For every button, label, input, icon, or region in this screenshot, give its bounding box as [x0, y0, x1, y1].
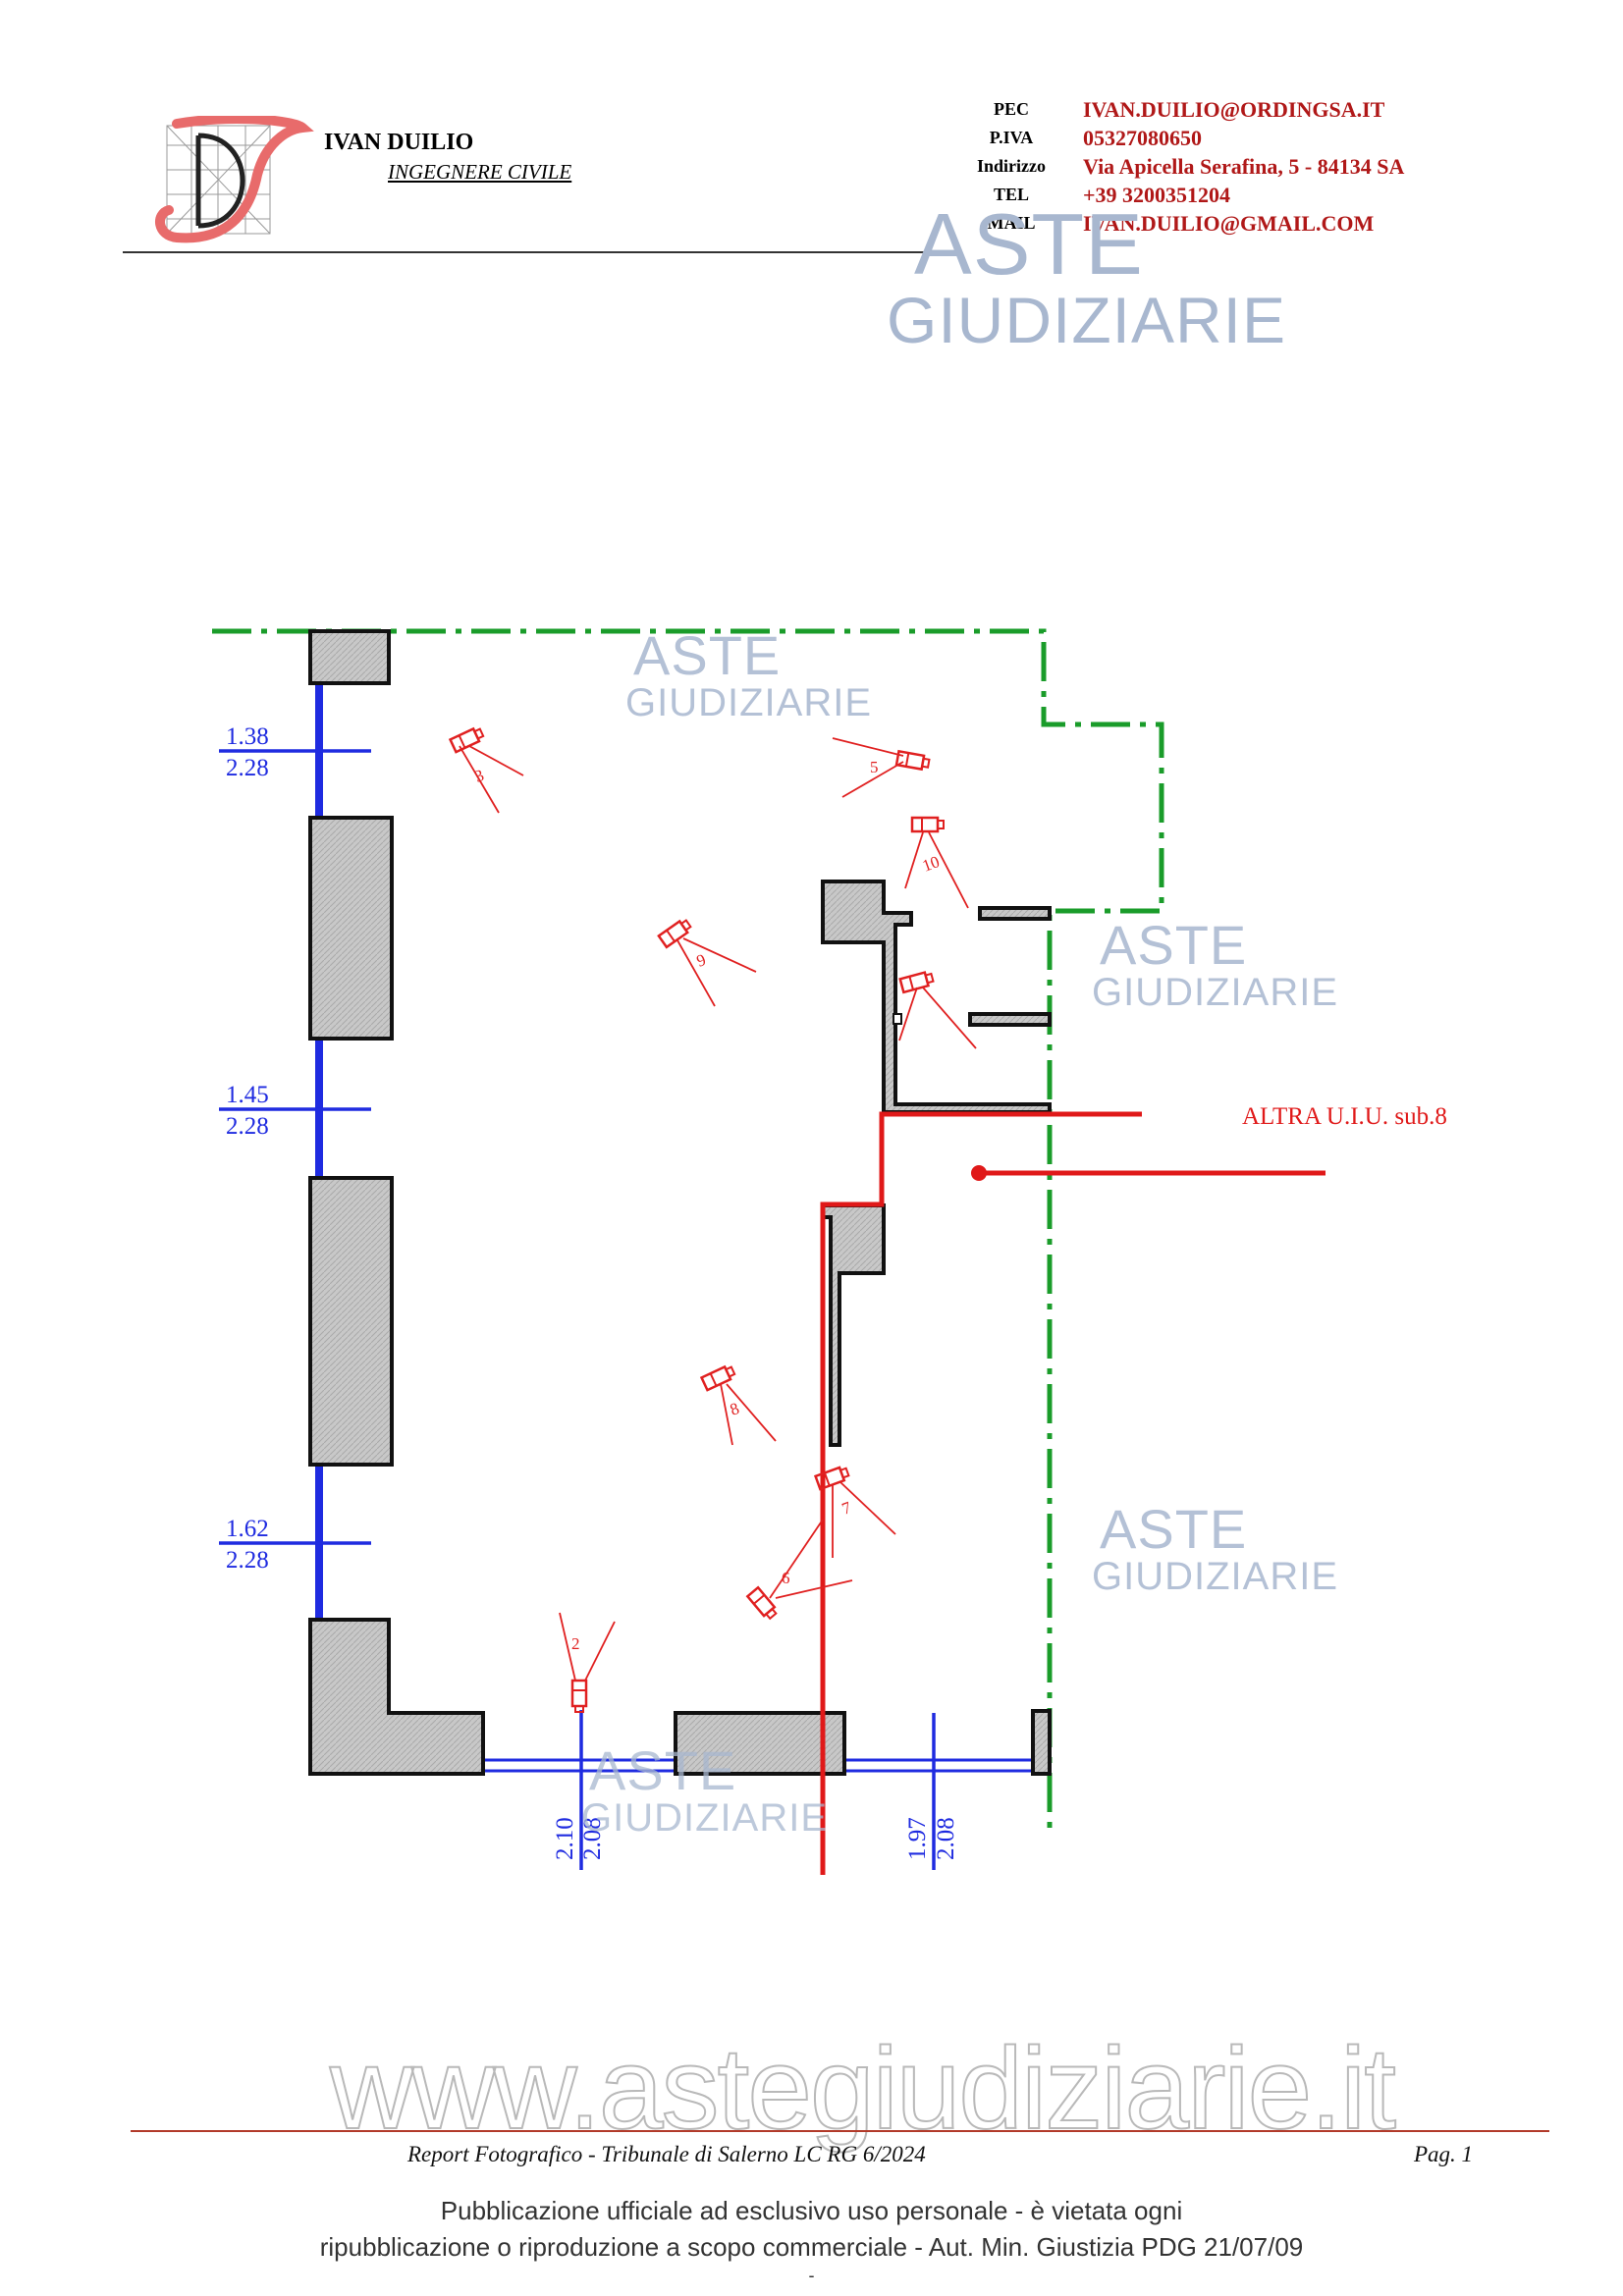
dim-door-1-a: 2.10	[552, 1817, 578, 1860]
walls	[308, 629, 1052, 1776]
camera-label-1: 2	[571, 1634, 580, 1653]
aste-watermark-plan-2: ASTE GIUDIZIARIE	[1092, 914, 1339, 1014]
camera-markers	[449, 724, 977, 1714]
dim-window-1-bottom: 2.28	[226, 755, 269, 781]
aste-watermark-plan-3: ASTE GIUDIZIARIE	[1092, 1498, 1339, 1598]
camera-label-8: 9	[694, 950, 708, 971]
camera-label-2: 3	[472, 766, 486, 786]
dim-window-3-top: 1.62	[226, 1516, 269, 1542]
aste-watermark-header: ASTE GIUDIZIARIE	[887, 195, 1287, 356]
dim-door-1-b: 2.08	[579, 1817, 606, 1860]
report-title: Report Fotografico - Tribunale di Salern…	[407, 2142, 926, 2166]
pec-label: PEC	[994, 99, 1029, 119]
site-watermark: www.astegiudiziarie.it	[329, 2023, 1397, 2155]
camera-label-5: 6	[782, 1569, 790, 1587]
dim-door-2-a: 1.97	[904, 1817, 931, 1860]
disclaimer-line-3: -	[808, 2266, 815, 2285]
camera-label-3: 5	[870, 758, 879, 776]
footer-divider	[131, 2130, 1549, 2132]
pec-value: IVAN.DUILIO@ORDINGSA.IT	[1083, 97, 1385, 122]
tel-value: +39 3200351204	[1083, 183, 1231, 207]
dim-window-2-top: 1.45	[226, 1082, 269, 1108]
header-divider	[123, 251, 943, 253]
camera-label-6: 7	[839, 1498, 854, 1519]
camera-label-7: 8	[728, 1399, 741, 1419]
page-number: Pag. 1	[1414, 2142, 1474, 2166]
property-boundary	[212, 628, 1164, 1831]
aste-watermark-plan-1: ASTE GIUDIZIARIE	[625, 624, 873, 724]
piva-label: P.IVA	[989, 128, 1034, 147]
address-label: Indirizzo	[977, 156, 1046, 176]
engineer-name: IVAN DUILIO	[324, 130, 474, 155]
dim-door-2-b: 2.08	[933, 1817, 959, 1860]
dim-window-3-bottom: 2.28	[226, 1547, 269, 1574]
other-unit-marker	[971, 1165, 987, 1181]
mail-value: IVAN.DUILIO@GMAIL.COM	[1083, 211, 1375, 236]
tel-label: TEL	[993, 185, 1030, 204]
mail-label: MAIL	[987, 213, 1036, 233]
disclaimer-line-1: Pubblicazione ufficiale ad esclusivo uso…	[440, 2196, 1183, 2225]
dim-window-2-bottom: 2.28	[226, 1113, 269, 1140]
dim-window-1-top: 1.38	[226, 723, 269, 750]
other-unit-label: ALTRA U.I.U. sub.8	[1242, 1103, 1447, 1130]
address-value: Via Apicella Serafina, 5 - 84134 SA	[1083, 154, 1405, 179]
floor-plan: 3 5 10 9 8 7 6 2 1.38 2.28 1.45 2.28 1.6…	[212, 628, 1447, 1875]
piva-value: 05327080650	[1083, 126, 1202, 150]
camera-label-9: 10	[920, 852, 942, 876]
aste-watermark-plan-4: ASTE GIUDIZIARIE	[581, 1739, 829, 1840]
disclaimer-line-2: ripubblicazione o riproduzione a scopo c…	[319, 2232, 1304, 2262]
other-unit-boundary	[820, 1111, 1325, 1875]
engineer-role: INGEGNERE CIVILE	[388, 160, 572, 184]
engineer-logo	[147, 114, 314, 243]
